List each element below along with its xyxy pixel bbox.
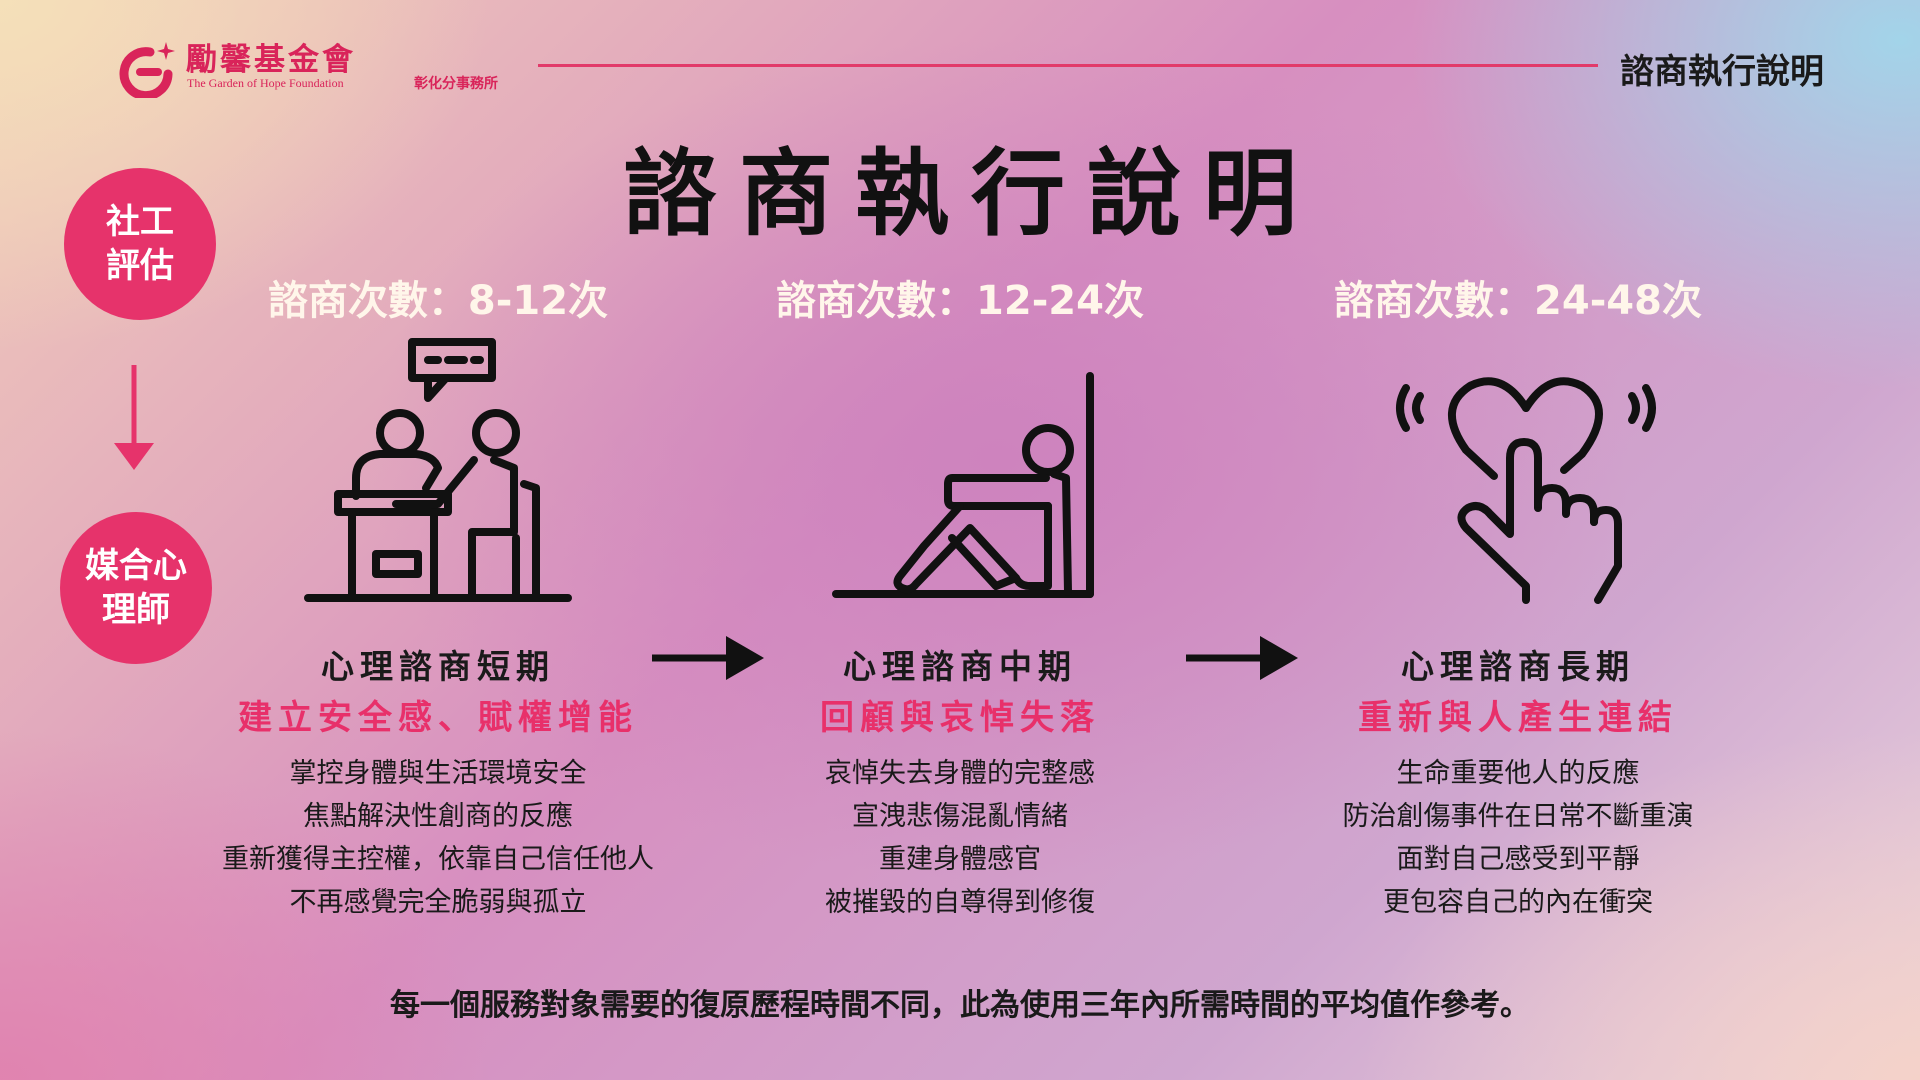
flow-step-label: 媒合心理師: [85, 546, 187, 630]
phase-goal: 建立安全感、賦權增能: [238, 698, 638, 738]
phase-title: 心理諮商中期: [843, 647, 1077, 686]
list-item: 面對自己感受到平靜: [1396, 844, 1640, 875]
list-item: 被摧毀的自尊得到修復: [825, 887, 1095, 918]
phase-items: 哀悼失去身體的完整感 宣洩悲傷混亂情緒 重建身體感官 被摧毀的自尊得到修復: [680, 752, 1240, 924]
list-item: 宣洩悲傷混亂情緒: [852, 801, 1068, 832]
heart-touch-icon: [1396, 377, 1656, 604]
list-item: 哀悼失去身體的完整感: [825, 758, 1095, 789]
phase-goal: 回顧與哀悼失落: [820, 698, 1100, 738]
org-name: 勵馨基金會: [186, 42, 356, 78]
list-item: 不再感覺完全脆弱與孤立: [289, 887, 587, 918]
list-item: 掌控身體與生活環境安全: [289, 758, 587, 789]
header-page-label: 諮商執行說明: [1620, 52, 1824, 92]
flow-step-match-psychologist: 媒合心理師: [60, 512, 212, 664]
phase-items: 生命重要他人的反應 防治創傷事件在日常不斷重演 面對自己感受到平靜 更包容自己的…: [1238, 752, 1798, 924]
phase-title: 心理諮商長期: [1401, 647, 1635, 686]
session-count: 諮商次數：24-48次: [1334, 278, 1702, 324]
header-divider: [538, 64, 1598, 67]
session-count: 諮商次數：12-24次: [776, 278, 1144, 324]
list-item: 重建身體感官: [879, 844, 1041, 875]
arrow-right-icon: [1186, 636, 1298, 680]
list-item: 重新獲得主控權，依靠自己信任他人: [222, 844, 654, 875]
list-item: 生命重要他人的反應: [1396, 758, 1640, 789]
session-count: 諮商次數：8-12次: [267, 278, 609, 324]
list-item: 防治創傷事件在日常不斷重演: [1342, 801, 1694, 832]
phase-items: 掌控身體與生活環境安全 焦點解決性創商的反應 重新獲得主控權，依靠自己信任他人 …: [158, 752, 718, 924]
branch-name: 彰化分事務所: [414, 76, 498, 92]
list-item: 更包容自己的內在衝突: [1383, 887, 1653, 918]
logo-icon: [119, 42, 175, 98]
flow-step-social-assessment: 社工評估: [64, 168, 216, 320]
org-name-en: The Garden of Hope Foundation: [187, 76, 344, 90]
page-title: 諮商執行說明: [622, 140, 1319, 249]
person-hugging-knees-icon: [832, 372, 1094, 598]
flow-step-label: 社工評估: [106, 202, 174, 286]
arrow-right-icon: [652, 636, 764, 680]
phase-goal: 重新與人產生連結: [1358, 698, 1678, 738]
counseling-session-icon: [304, 338, 572, 602]
footnote: 每一個服務對象需要的復原歷程時間不同，此為使用三年內所需時間的平均值作參考。: [390, 988, 1530, 1023]
arrow-down-icon: [114, 365, 154, 470]
list-item: 焦點解決性創商的反應: [303, 801, 573, 832]
phase-title: 心理諮商短期: [321, 647, 555, 686]
